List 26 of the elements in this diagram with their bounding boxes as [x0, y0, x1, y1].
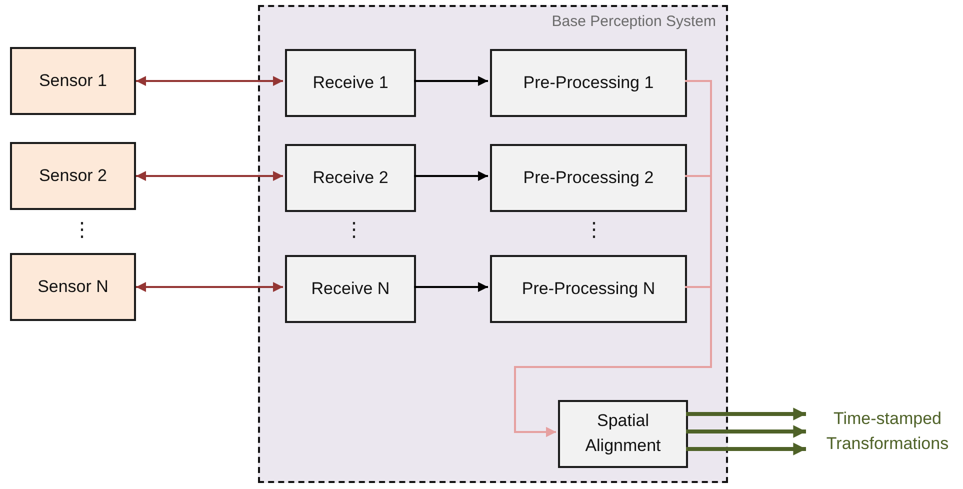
arrow: [686, 442, 806, 456]
process-box: Pre-Processing 1: [490, 49, 687, 117]
arrow: [136, 171, 283, 181]
process-box: Receive N: [285, 255, 416, 323]
sensor-box: Sensor 1: [10, 47, 136, 115]
arrow: [686, 408, 806, 420]
container-title: Base Perception System: [552, 13, 716, 30]
ellipsis-dots: ⋮: [584, 220, 604, 240]
process-box: Receive 1: [285, 49, 416, 117]
arrow: [414, 282, 488, 292]
output-text: Time-stamped Transformations: [825, 408, 950, 455]
arrow: [514, 286, 712, 437]
process-box: Spatial Alignment: [558, 400, 688, 468]
arrow: [414, 171, 488, 181]
arrow: [686, 425, 806, 438]
process-box: Pre-Processing N: [490, 255, 687, 323]
arrow: [136, 76, 283, 86]
sensor-box: Sensor 2: [10, 142, 136, 210]
arrow: [136, 282, 283, 292]
ellipsis-dots: ⋮: [344, 220, 364, 240]
sensor-box: Sensor N: [10, 253, 136, 321]
ellipsis-dots: ⋮: [72, 220, 92, 240]
process-box: Pre-Processing 2: [490, 144, 687, 212]
arrow: [414, 76, 488, 86]
process-box: Receive 2: [285, 144, 416, 212]
system-container: [258, 5, 728, 483]
